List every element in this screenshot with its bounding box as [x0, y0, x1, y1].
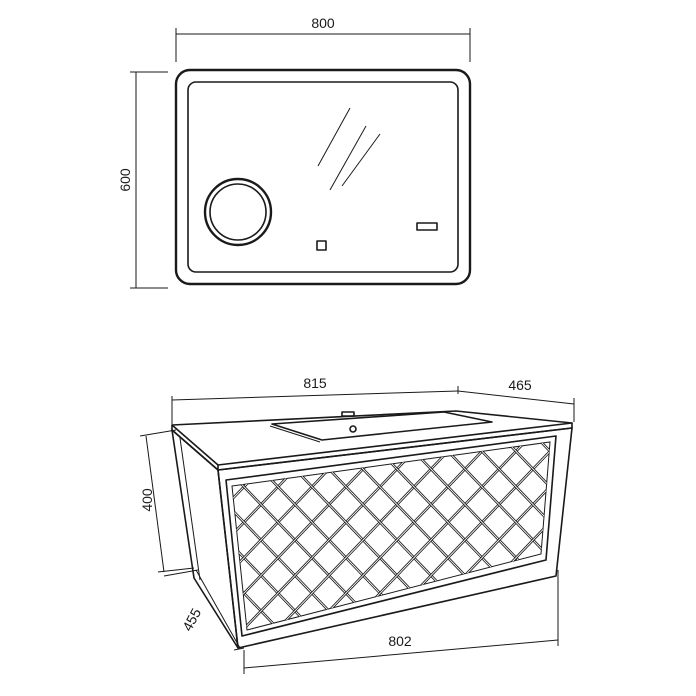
lattice-line-highlight: [588, 420, 696, 660]
lattice-line: [485, 442, 550, 630]
mirror-width-label: 800: [311, 15, 335, 31]
lattice-line-highlight: [0, 420, 2, 660]
lattice-line: [232, 442, 241, 630]
lattice-line-highlight: [554, 420, 696, 660]
cabinet-top-width-dimension: 815: [171, 375, 459, 424]
lattice-line-highlight: [232, 442, 275, 630]
mirror-inner-frame: [187, 81, 459, 273]
lattice-line: [0, 420, 2, 660]
lattice-line-highlight: [315, 442, 547, 630]
mirror-reflection-lines: [317, 107, 381, 191]
lattice-line: [0, 420, 138, 660]
cabinet-height-label: 400: [139, 488, 155, 512]
magnifier-mirror: [203, 177, 273, 247]
lattice-line: [554, 420, 696, 660]
lattice-line: [588, 420, 696, 660]
cabinet-base-depth-label: 455: [179, 605, 204, 633]
cabinet-top-width-label: 815: [303, 375, 327, 391]
lattice-line-highlight: [0, 420, 2, 660]
lattice-line-highlight: [349, 442, 550, 630]
lattice-line-highlight: [485, 442, 550, 630]
lattice-line: [0, 420, 104, 660]
lattice-line-highlight: [0, 420, 104, 660]
lattice-line: [0, 420, 70, 660]
faucet-hole-icon: [341, 411, 355, 417]
lattice-line-highlight: [281, 442, 513, 630]
lattice-line-highlight: [383, 442, 550, 630]
lattice-line-highlight: [554, 420, 696, 660]
mirror-outer-frame: [174, 68, 472, 286]
cabinet-top-depth-dimension: 465: [457, 377, 575, 422]
mirror-view: 800 600: [117, 15, 472, 289]
lattice-line: [0, 420, 104, 660]
cabinet-view: 815 465 400 455 802: [0, 375, 696, 674]
cabinet-front-width-label: 802: [388, 633, 412, 649]
lattice-line: [0, 420, 138, 660]
lattice-line-highlight: [656, 420, 696, 660]
washbasin: [269, 411, 493, 443]
lattice-line: [0, 420, 2, 660]
lattice-line: [656, 420, 696, 660]
lattice-line-highlight: [0, 420, 172, 660]
lattice-line-highlight: [232, 442, 241, 630]
cabinet-body: [171, 427, 573, 649]
lattice-line: [232, 442, 241, 630]
lattice-line-highlight: [232, 442, 241, 630]
touch-switch-icon: [316, 240, 327, 251]
mirror-width-dimension: 800: [175, 15, 471, 62]
lattice-line-highlight: [232, 442, 275, 630]
drawer-lattice-pattern: [0, 420, 696, 660]
lattice-line-highlight: [690, 420, 696, 660]
lattice-line: [622, 420, 696, 660]
lattice-line-highlight: [485, 442, 550, 630]
lattice-line-highlight: [0, 420, 138, 660]
lattice-line-highlight: [690, 420, 696, 660]
lattice-line: [690, 420, 696, 660]
lattice-line: [485, 442, 550, 630]
lattice-line-highlight: [622, 420, 696, 660]
lattice-line: [232, 442, 275, 630]
lattice-line-highlight: [0, 420, 70, 660]
lattice-line: [0, 420, 70, 660]
drain-icon: [349, 425, 357, 433]
lattice-line: [0, 420, 172, 660]
lattice-line: [0, 420, 36, 660]
lattice-line-highlight: [0, 420, 70, 660]
cabinet-height-dimension: 400: [139, 429, 195, 573]
lattice-line: [232, 442, 275, 630]
lattice-line: [622, 420, 696, 660]
lattice-line-highlight: [232, 442, 309, 630]
cabinet-front-width-dimension: 802: [243, 570, 559, 674]
lattice-line: [588, 420, 696, 660]
lattice-line-highlight: [588, 420, 696, 660]
lattice-line-highlight: [0, 420, 104, 660]
lattice-line: [690, 420, 696, 660]
lattice-line-highlight: [451, 442, 550, 630]
cabinet-top-depth-label: 465: [508, 377, 532, 393]
lattice-line-highlight: [0, 420, 138, 660]
lattice-line-highlight: [247, 442, 479, 630]
lattice-line-highlight: [622, 420, 696, 660]
lattice-line: [554, 420, 696, 660]
lattice-line-highlight: [656, 420, 696, 660]
clock-display-icon: [416, 222, 438, 231]
lattice-line: [656, 420, 696, 660]
lattice-line-highlight: [0, 420, 172, 660]
mirror-height-dimension: 600: [117, 71, 168, 289]
lattice-line: [0, 420, 172, 660]
lattice-line-highlight: [0, 420, 36, 660]
lattice-line-highlight: [0, 420, 36, 660]
lattice-line: [0, 420, 36, 660]
mirror-height-label: 600: [117, 168, 133, 192]
